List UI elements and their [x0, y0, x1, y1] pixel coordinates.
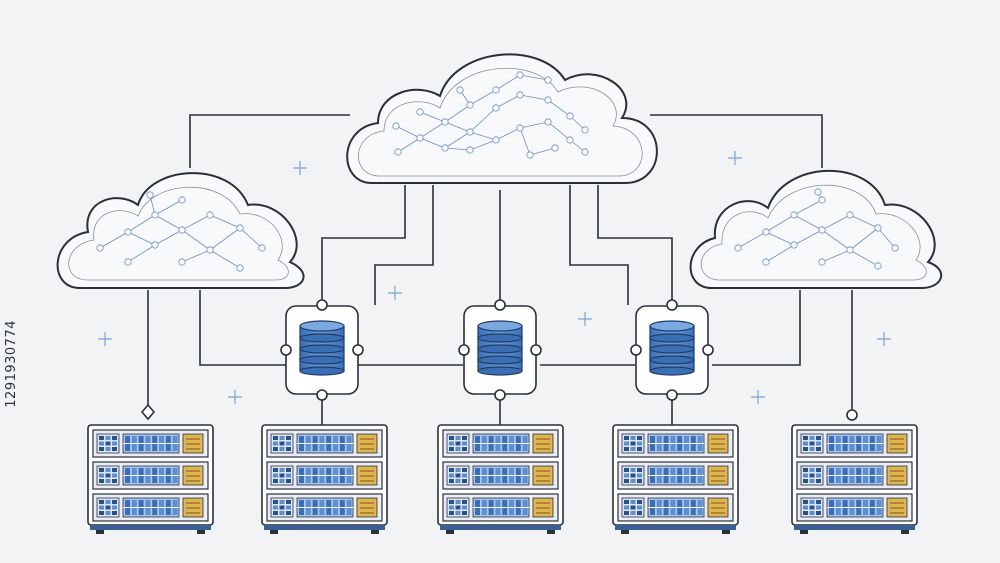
server-unit — [266, 461, 383, 490]
server-rack-layer — [87, 424, 918, 534]
database-icon — [477, 320, 523, 376]
server-unit — [92, 429, 209, 458]
database-layer — [280, 299, 714, 401]
connector-node — [494, 299, 506, 311]
connector-node — [458, 344, 470, 356]
server-unit — [442, 461, 559, 490]
cloud-left — [56, 172, 305, 289]
cloud-right — [689, 169, 943, 289]
diamond-connector-icon — [140, 403, 156, 421]
connector-node — [530, 344, 542, 356]
connector-node — [630, 344, 642, 356]
connector-lines — [147, 114, 853, 425]
connector-node — [494, 389, 506, 401]
connector-node — [666, 389, 678, 401]
server-rack-5 — [791, 424, 918, 534]
server-unit — [442, 493, 559, 522]
database-left — [280, 299, 364, 401]
server-rack-2 — [261, 424, 388, 534]
server-unit — [266, 493, 383, 522]
server-unit — [796, 429, 913, 458]
connector-node — [316, 299, 328, 311]
connector-node — [316, 389, 328, 401]
server-unit — [617, 461, 734, 490]
connector-node — [280, 344, 292, 356]
server-rack-3 — [437, 424, 564, 534]
server-unit — [617, 429, 734, 458]
cloud-top-center — [346, 53, 658, 184]
database-center — [458, 299, 542, 401]
server-unit — [92, 493, 209, 522]
database-right — [630, 299, 714, 401]
connector-endpoints — [140, 403, 858, 421]
sparkle-decorations — [98, 151, 891, 404]
connector-node — [702, 344, 714, 356]
server-unit — [266, 429, 383, 458]
stock-id-label: 1291930774 — [4, 320, 19, 408]
connector-node — [666, 299, 678, 311]
connector-node — [352, 344, 364, 356]
server-unit — [796, 461, 913, 490]
server-unit — [92, 461, 209, 490]
server-unit — [796, 493, 913, 522]
server-unit — [617, 493, 734, 522]
server-rack-1 — [87, 424, 214, 534]
server-rack-4 — [612, 424, 739, 534]
cloud-left-network — [96, 191, 266, 272]
database-icon — [299, 320, 345, 376]
cloud-right-network — [734, 188, 899, 270]
cloud-top-network — [392, 71, 589, 159]
database-icon — [649, 320, 695, 376]
circle-connector-icon — [846, 409, 858, 421]
server-unit — [442, 429, 559, 458]
